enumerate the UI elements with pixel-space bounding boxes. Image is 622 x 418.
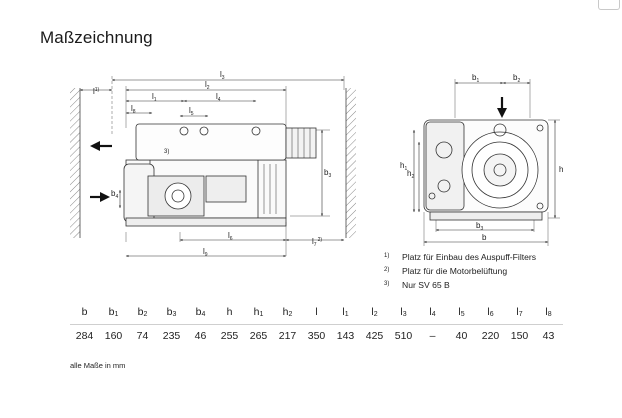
- footnote-mark: 3): [384, 281, 390, 287]
- left-wall: [70, 88, 80, 238]
- dim-label-l7: l72): [312, 237, 322, 248]
- footnote-mark: 1): [384, 253, 390, 259]
- dim-label-fn3: 3): [164, 149, 169, 155]
- corner-badge: [598, 0, 620, 10]
- side-view: [70, 76, 356, 258]
- column-header: l6: [487, 305, 494, 318]
- dim-label-l1: l1: [152, 92, 157, 103]
- column-header: l1: [342, 305, 349, 318]
- dim-label-b3-side: b3: [324, 168, 331, 179]
- footnote-text: Platz für Einbau des Auspuff-Filters: [402, 252, 537, 262]
- drawing-labels: l1) l3 l2 l1 l4 l8 l5 3) b4 b3 l6 l72) l…: [93, 70, 563, 258]
- table-cell: 220: [476, 323, 505, 348]
- table-cell: 265: [244, 323, 273, 348]
- table-cell: 43: [534, 323, 563, 348]
- dim-label-b4: b4: [111, 189, 118, 200]
- footnote-mark: 2): [384, 267, 390, 273]
- dim-label-l3: l3: [220, 70, 225, 81]
- right-wall: [346, 88, 356, 238]
- table-cell: 217: [273, 323, 302, 348]
- column-header: b: [81, 305, 88, 318]
- dim-label-h2: h2: [407, 169, 414, 180]
- airflow-arrows: [90, 97, 507, 202]
- table-row: 284 160 74 235 46 255 265 217 350 143 42…: [70, 323, 563, 348]
- column-header: l7: [516, 305, 523, 318]
- table-cell: 40: [447, 323, 476, 348]
- page-title: Maßzeichnung: [40, 28, 153, 47]
- table-cell: 46: [186, 323, 215, 348]
- column-header: b4: [195, 305, 206, 318]
- dimensions-table: b b1 b2 b3 b4 h h1 h2 l l1 l2 l3 l4 l5 l…: [70, 300, 563, 348]
- table-cell: 425: [360, 323, 389, 348]
- column-header: h1: [253, 305, 264, 318]
- front-view: [412, 79, 560, 246]
- column-header: l3: [400, 305, 407, 318]
- footnote-text: Platz für die Motorbelüftung: [402, 266, 508, 276]
- column-header: l2: [371, 305, 378, 318]
- column-header: l4: [429, 305, 436, 318]
- table-cell: 143: [331, 323, 360, 348]
- column-header: l5: [458, 305, 465, 318]
- dim-label-h: h: [559, 165, 563, 174]
- table-header-row: b b1 b2 b3 b4 h h1 h2 l l1 l2 l3 l4 l5 l…: [70, 300, 563, 324]
- column-header: h: [226, 305, 233, 318]
- column-header: h2: [282, 305, 293, 318]
- pump-housing: [135, 123, 287, 161]
- dim-label-b: b: [482, 233, 487, 242]
- table-cell: –: [418, 323, 447, 348]
- table-cell: 74: [128, 323, 157, 348]
- dim-label-l9: l9: [203, 247, 208, 258]
- dim-label-l8: l8: [131, 104, 136, 115]
- footnotes: 1) Platz für Einbau des Auspuff-Filters …: [384, 252, 536, 294]
- table-cell: 255: [215, 323, 244, 348]
- footnote-text: Nur SV 65 B: [402, 280, 450, 290]
- table-cell: 235: [157, 323, 186, 348]
- dim-label-b3-front: b3: [476, 221, 483, 232]
- column-header: b1: [108, 305, 119, 318]
- table-cell: 160: [99, 323, 128, 348]
- footnote-3: 3) Nur SV 65 B: [384, 280, 536, 294]
- column-header: b2: [137, 305, 148, 318]
- dim-label-l4: l4: [216, 92, 221, 103]
- column-header: b3: [166, 305, 177, 318]
- table-cell: 510: [389, 323, 418, 348]
- table-cell: 284: [70, 323, 99, 348]
- column-header: l8: [545, 305, 552, 318]
- footnote-1: 1) Platz für Einbau des Auspuff-Filters: [384, 252, 536, 266]
- dim-label-l5: l5: [189, 106, 194, 117]
- table-cell: 350: [302, 323, 331, 348]
- dim-label-l6: l6: [228, 231, 233, 242]
- dim-label-b1: b1: [472, 73, 479, 84]
- dim-label-l2: l2: [205, 80, 210, 91]
- footnote-2: 2) Platz für die Motorbelüftung: [384, 266, 536, 280]
- column-header: l: [315, 305, 318, 318]
- units-note: alle Maße in mm: [70, 361, 126, 370]
- dim-label-b2: b2: [513, 73, 520, 84]
- dim-label-h1: h1: [400, 161, 407, 172]
- motor-body: [125, 159, 287, 219]
- front-housing: [423, 119, 549, 213]
- table-cell: 150: [505, 323, 534, 348]
- dim-label-l-fn1: l1): [93, 87, 100, 96]
